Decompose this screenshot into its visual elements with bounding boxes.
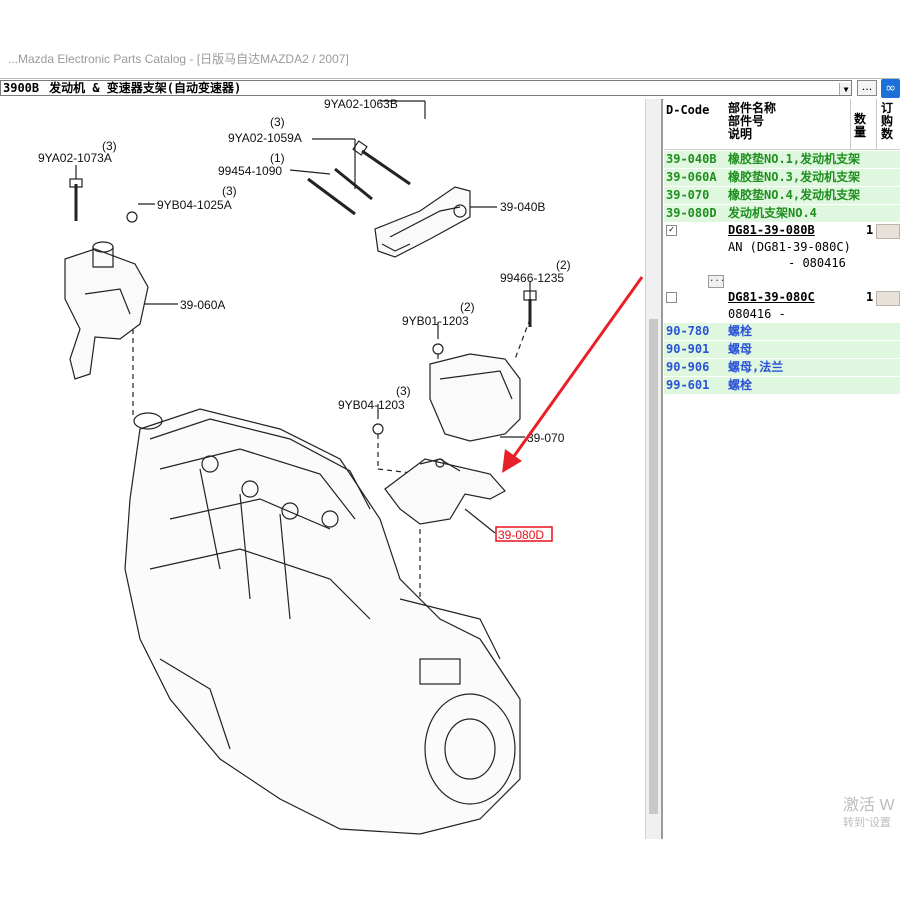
label-9yb04-1203[interactable]: 9YB04-1203: [338, 398, 405, 412]
label-99454-1090[interactable]: 99454-1090: [218, 164, 282, 178]
panel-divider: [661, 99, 663, 839]
label-9ya02-1059a-qty: (3): [270, 115, 285, 129]
category-name: 发动机 & 变速器支架(自动变速器): [49, 81, 242, 95]
label-9ya02-1059a[interactable]: 9YA02-1059A: [228, 131, 302, 145]
header-dcode: D-Code: [666, 103, 710, 117]
label-9yb01-1203[interactable]: 9YB01-1203: [402, 314, 469, 328]
part-number[interactable]: DG81-39-080C: [728, 290, 815, 304]
header-name-line3: 说明: [728, 127, 753, 141]
header-sep: [876, 99, 877, 149]
header-sep: [850, 99, 851, 149]
label-99466-1235-qty: (2): [556, 258, 571, 272]
header-qty: 数量: [854, 112, 867, 139]
part-row[interactable]: 39-040B 橡胶垫NO.1,发动机支架: [664, 151, 900, 168]
label-9yb04-1203-qty: (3): [396, 384, 411, 398]
part-checkbox-checked[interactable]: ✓: [666, 225, 677, 236]
category-code: 3900B: [3, 81, 40, 95]
diagram-canvas: 9YA02-1063B (3) 9YA02-1059A (1) 99454-10…: [38, 99, 644, 835]
part-row[interactable]: 90-780 螺栓: [664, 323, 900, 340]
part-row[interactable]: 99-601 螺栓: [664, 377, 900, 394]
part-note-row: - 080416: [664, 255, 900, 272]
highlight-box-39-080d: [495, 526, 553, 542]
part-qty: 1: [866, 223, 874, 237]
part-qty: 1: [866, 290, 874, 304]
order-qty-input[interactable]: [876, 224, 900, 239]
browse-button[interactable]: ...: [857, 80, 877, 96]
label-9yb01-1203-qty: (2): [460, 300, 475, 314]
label-39-070[interactable]: 39-070: [527, 431, 565, 445]
category-bar: 3900B 发动机 & 变速器支架(自动变速器) ▼ ... ∞: [0, 78, 900, 100]
part-code: 90-906: [666, 360, 710, 374]
watermark-line2: 转到"设置: [843, 817, 891, 829]
parts-diagram: 9YA02-1063B (3) 9YA02-1059A (1) 99454-10…: [0, 99, 645, 839]
window-title: ...Mazda Electronic Parts Catalog - [日版马…: [8, 52, 349, 66]
part-code: 39-080D: [666, 206, 717, 220]
parts-list-panel: D-Code 部件名称 部件号 说明 数量 订购数 39-040B 橡胶垫NO.…: [664, 99, 900, 839]
part-code: 39-060A: [666, 170, 717, 184]
label-99454-1090-qty: (1): [270, 151, 285, 165]
header-name-line2: 部件号: [728, 114, 765, 128]
parts-list-header: D-Code 部件名称 部件号 说明 数量 订购数: [664, 99, 900, 150]
part-note-row: 080416 -: [664, 306, 900, 323]
part-code: 99-601: [666, 378, 710, 392]
part-number-row[interactable]: DG81-39-080B 1: [664, 222, 900, 239]
diagram-scrollbar[interactable]: [645, 99, 661, 839]
scrollbar-thumb[interactable]: [649, 319, 658, 814]
header-order: 订购数: [881, 101, 894, 141]
part-name: 螺母: [728, 342, 753, 356]
activation-watermark: 激活 W 转到"设置: [843, 796, 895, 830]
part-row[interactable]: 39-070 橡胶垫NO.4,发动机支架: [664, 187, 900, 204]
part-code: 90-901: [666, 342, 710, 356]
label-39-060a[interactable]: 39-060A: [180, 298, 225, 312]
label-9yb04-1025a-qty: (3): [222, 184, 237, 198]
label-9ya02-1063b[interactable]: 9YA02-1063B: [324, 99, 398, 111]
part-row[interactable]: 90-906 螺母,法兰: [664, 359, 900, 376]
part-checkbox[interactable]: [666, 292, 677, 303]
red-arrow-icon: [502, 276, 644, 473]
link-icon[interactable]: ∞: [881, 79, 900, 98]
part-row[interactable]: 39-060A 橡胶垫NO.3,发动机支架: [664, 169, 900, 186]
part-name: 螺母,法兰: [728, 360, 784, 374]
order-qty-input[interactable]: [876, 291, 900, 306]
category-select[interactable]: 3900B 发动机 & 变速器支架(自动变速器) ▼: [0, 80, 852, 96]
part-note-row: AN (DG81-39-080C): [664, 239, 900, 256]
label-9yb04-1025a[interactable]: 9YB04-1025A: [157, 198, 232, 212]
label-39-040b[interactable]: 39-040B: [500, 200, 545, 214]
part-name: 螺栓: [728, 324, 753, 338]
part-code: 39-040B: [666, 152, 717, 166]
part-note: AN (DG81-39-080C): [728, 240, 851, 254]
header-name: 部件名称 部件号 说明: [728, 102, 776, 141]
part-name: 橡胶垫NO.1,发动机支架: [728, 152, 861, 166]
detail-button[interactable]: ...: [708, 275, 725, 288]
watermark-line1: 激活 W: [843, 797, 895, 814]
part-code: 39-070: [666, 188, 710, 202]
header-name-line1: 部件名称: [728, 101, 777, 115]
part-number[interactable]: DG81-39-080B: [728, 223, 815, 237]
part-name: 橡胶垫NO.3,发动机支架: [728, 170, 861, 184]
chevron-down-icon[interactable]: ▼: [839, 83, 851, 95]
part-row[interactable]: 39-080D 发动机支架NO.4: [664, 205, 900, 222]
part-name: 螺栓: [728, 378, 753, 392]
part-note: - 080416: [788, 256, 846, 270]
label-9ya02-1073a-qty: (3): [102, 139, 117, 153]
window-title-bar: ...Mazda Electronic Parts Catalog - [日版马…: [0, 52, 900, 78]
label-39-080d[interactable]: 39-080D: [498, 528, 544, 542]
label-9ya02-1073a[interactable]: 9YA02-1073A: [38, 151, 112, 165]
part-code: 90-780: [666, 324, 710, 338]
part-name: 发动机支架NO.4: [728, 206, 817, 220]
part-row[interactable]: 90-901 螺母: [664, 341, 900, 358]
label-99466-1235[interactable]: 99466-1235: [500, 271, 564, 285]
part-number-row[interactable]: DG81-39-080C 1: [664, 289, 900, 306]
part-name: 橡胶垫NO.4,发动机支架: [728, 188, 861, 202]
part-note: 080416 -: [728, 307, 786, 321]
